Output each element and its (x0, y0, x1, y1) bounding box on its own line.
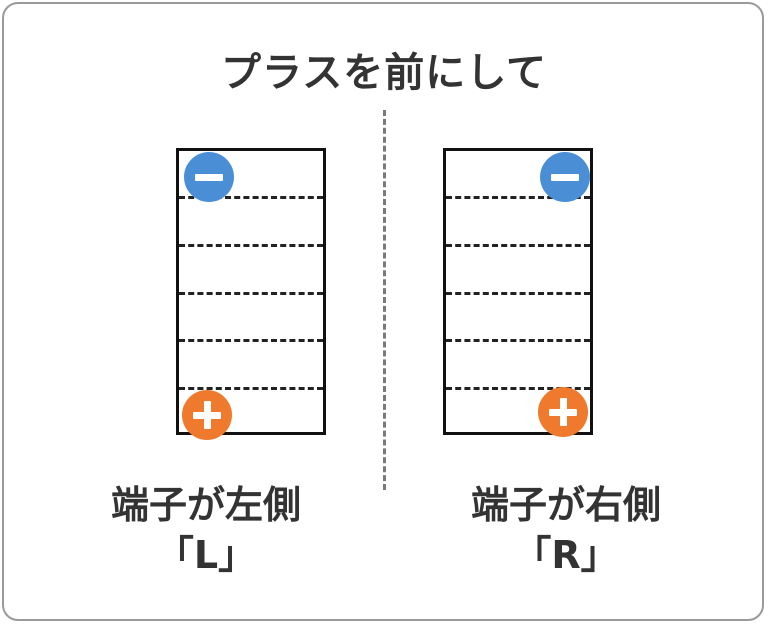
positive-terminal-left (182, 390, 232, 440)
minus-icon (551, 173, 579, 181)
minus-icon (195, 173, 223, 181)
cell-divider (179, 196, 323, 199)
caption-left: 端子が左側 「L」 (56, 480, 356, 580)
center-divider (383, 110, 386, 490)
plus-icon-vertical (203, 401, 211, 429)
cell-divider (446, 244, 590, 247)
caption-left-line2: 「L」 (155, 533, 257, 577)
cell-divider (179, 339, 323, 342)
cell-divider (446, 196, 590, 199)
caption-right-line2: 「R」 (513, 533, 619, 577)
cell-divider (179, 292, 323, 295)
positive-terminal-right (538, 387, 588, 437)
cell-divider (179, 387, 323, 390)
battery-diagram-right (443, 148, 593, 437)
caption-right-line1: 端子が右側 (470, 483, 661, 527)
cell-divider (446, 387, 590, 390)
cell-divider (179, 244, 323, 247)
negative-terminal-left (184, 152, 234, 202)
cell-divider (446, 339, 590, 342)
page-title: プラスを前にして (221, 50, 547, 96)
cell-divider (446, 292, 590, 295)
plus-icon-vertical (559, 398, 567, 426)
battery-diagram-left (176, 148, 326, 440)
caption-left-line1: 端子が左側 (110, 483, 301, 527)
negative-terminal-right (540, 152, 590, 202)
caption-right: 端子が右側 「R」 (416, 480, 716, 580)
